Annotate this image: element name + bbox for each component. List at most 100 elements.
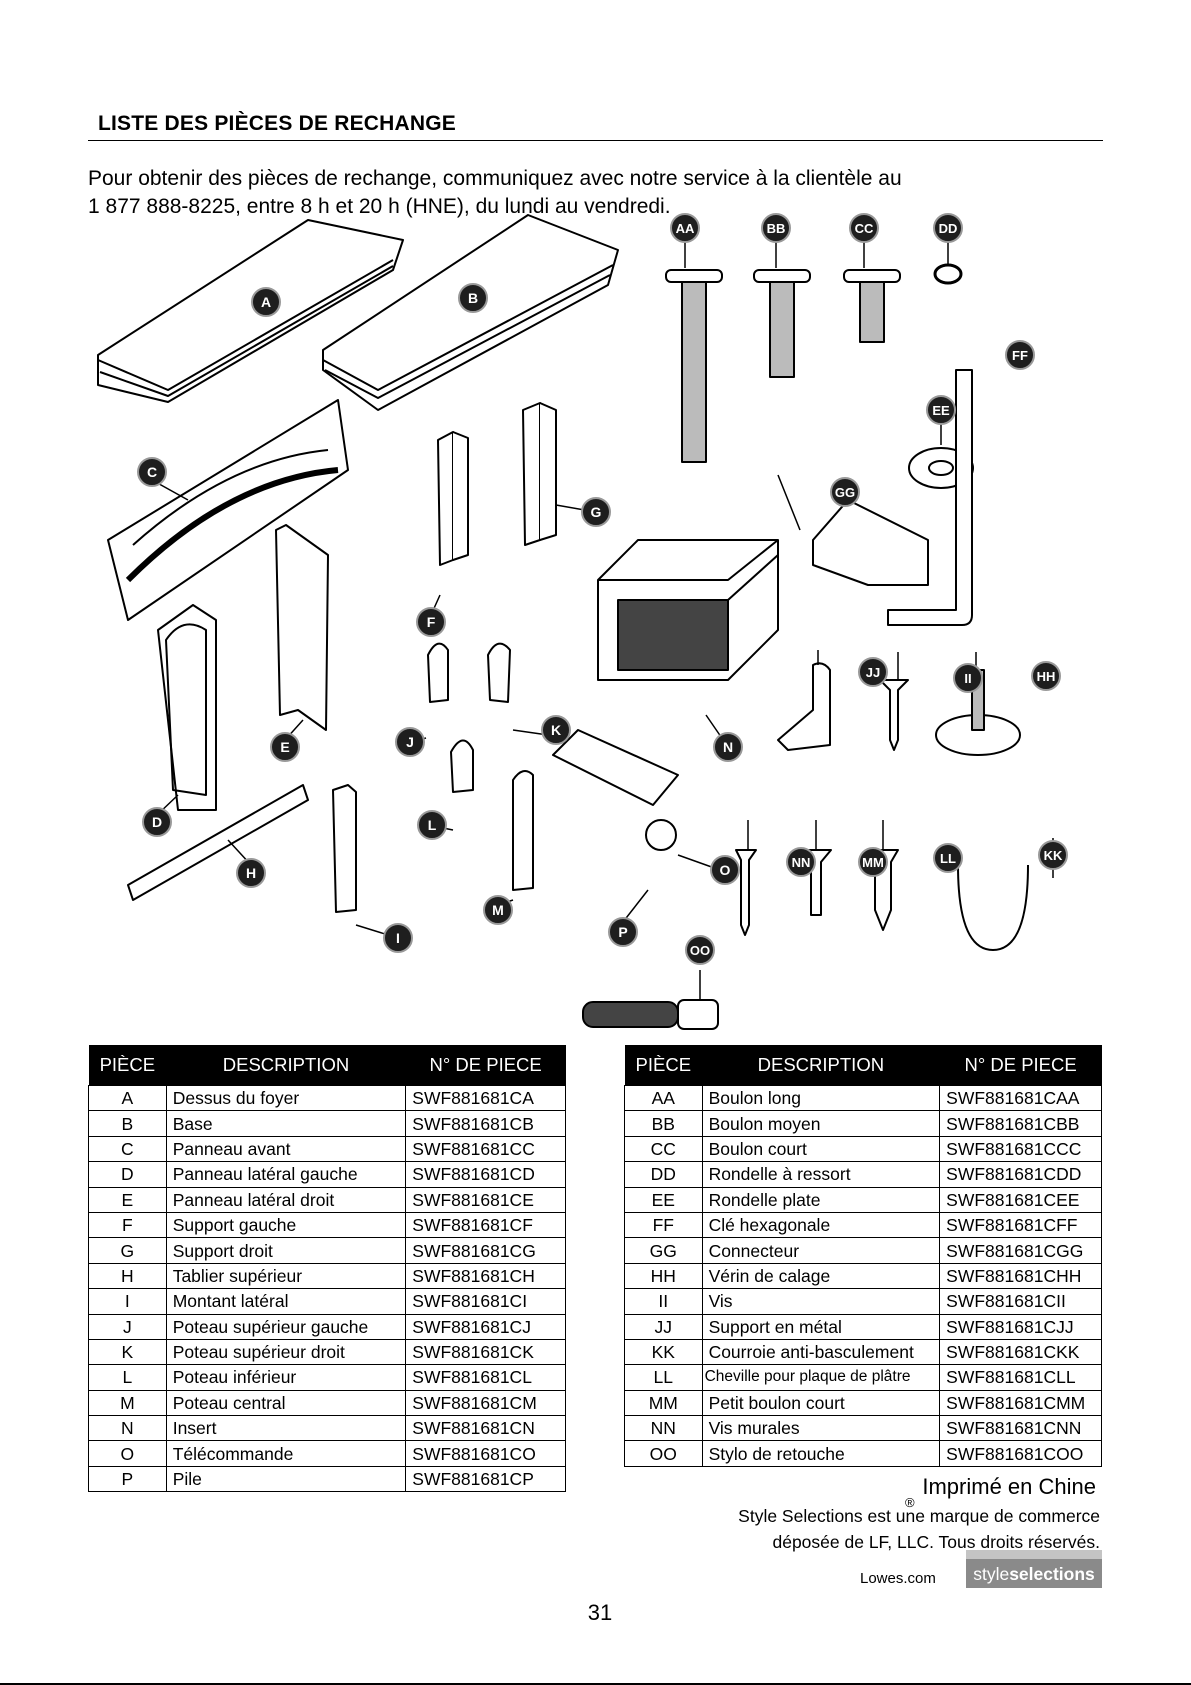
callout-label-mm: MM xyxy=(862,855,884,870)
header-description: DESCRIPTION xyxy=(166,1045,406,1086)
part-id: P xyxy=(88,1465,167,1493)
callout-circle-j xyxy=(395,727,425,757)
part-oo-drawing xyxy=(582,999,719,1030)
part-number: SWF881681CM xyxy=(405,1389,566,1417)
logo-text-selections: selections xyxy=(1009,1564,1095,1584)
callout-label-o: O xyxy=(720,862,731,878)
part-id: MM xyxy=(624,1389,703,1417)
part-id: J xyxy=(88,1313,167,1340)
part-number: SWF881681CJ xyxy=(405,1313,566,1340)
callout-label-jj: JJ xyxy=(866,665,880,680)
part-nn-drawing xyxy=(735,849,757,936)
callout-circle-i xyxy=(383,923,413,953)
header-part-number: N° DE PIECE xyxy=(939,1045,1102,1086)
part-id: LL xyxy=(624,1364,703,1391)
part-description: Vérin de calage xyxy=(701,1262,941,1290)
part-id: BB xyxy=(624,1110,703,1137)
part-number: SWF881681COO xyxy=(939,1440,1102,1467)
part-description: Poteau central xyxy=(165,1389,407,1417)
part-id: C xyxy=(88,1135,167,1163)
part-id: N xyxy=(88,1415,167,1442)
part-id: II xyxy=(624,1288,703,1315)
part-gg-drawing xyxy=(812,499,929,586)
header-piece: PIÈCE xyxy=(624,1045,703,1086)
callout-circle-k xyxy=(541,715,571,745)
part-number: SWF881681CP xyxy=(405,1465,566,1493)
part-number: SWF881681CHH xyxy=(939,1262,1102,1290)
bottom-rule xyxy=(0,1683,1191,1685)
part-description: Boulon long xyxy=(701,1084,941,1112)
part-ii-drawing xyxy=(879,679,909,751)
part-id: F xyxy=(88,1211,167,1239)
part-cc-drawing xyxy=(843,269,901,343)
callout-circle-jj xyxy=(858,657,888,687)
callout-circle-gg xyxy=(830,477,860,507)
part-id: K xyxy=(88,1338,167,1366)
part-number: SWF881681CB xyxy=(405,1110,566,1137)
callout-circle-b xyxy=(458,283,488,313)
callout-circle-hh xyxy=(1031,661,1061,691)
callout-circle-m xyxy=(483,895,513,925)
part-f-drawing xyxy=(437,431,469,566)
callout-circle-f xyxy=(416,607,446,637)
part-description: Support gauche xyxy=(165,1211,407,1239)
callout-label-gg: GG xyxy=(835,485,855,500)
callout-circle-nn xyxy=(786,847,816,877)
part-number: SWF881681CFF xyxy=(939,1211,1102,1239)
callout-label-bb: BB xyxy=(767,221,786,236)
callout-circle-aa xyxy=(670,213,700,243)
part-number: SWF881681CAA xyxy=(939,1084,1102,1112)
part-number: SWF881681CO xyxy=(405,1440,566,1467)
intro-text: Pour obtenir des pièces de rechange, com… xyxy=(88,165,1098,221)
callout-label-i: I xyxy=(396,930,400,946)
callout-label-f: F xyxy=(427,614,436,630)
trademark-line-1: Style Selections est une marque de comme… xyxy=(738,1506,1100,1526)
part-description: Boulon moyen xyxy=(701,1110,941,1137)
part-id: B xyxy=(88,1110,167,1137)
callout-label-ee: EE xyxy=(932,403,950,418)
callout-circle-g xyxy=(581,497,611,527)
part-description: Rondelle à ressort xyxy=(701,1161,941,1188)
part-description: Panneau latéral gauche xyxy=(165,1161,407,1188)
part-id: L xyxy=(88,1364,167,1391)
callout-label-ii: II xyxy=(964,671,971,686)
style-selections-logo: styleselections xyxy=(966,1561,1102,1587)
brand-logo-bar xyxy=(966,1550,1102,1559)
part-id: AA xyxy=(624,1084,703,1112)
header-piece: PIÈCE xyxy=(88,1045,167,1086)
callout-label-nn: NN xyxy=(792,855,811,870)
table-header-row: PIÈCE DESCRIPTION N° DE PIECE xyxy=(88,1045,566,1086)
part-n-drawing xyxy=(597,539,779,681)
part-number: SWF881681CKK xyxy=(939,1338,1102,1366)
callout-circle-o xyxy=(710,855,740,885)
part-description: Support en métal xyxy=(701,1313,941,1340)
part-description: Petit boulon court xyxy=(701,1389,941,1417)
part-number: SWF881681CC xyxy=(405,1135,566,1163)
part-l-drawing xyxy=(450,739,474,793)
callout-label-h: H xyxy=(246,865,256,881)
callout-circle-n xyxy=(713,732,743,762)
part-jj-drawing xyxy=(777,662,831,751)
callout-circle-a xyxy=(251,287,281,317)
printed-in-china: Imprimé en Chine xyxy=(922,1474,1096,1499)
callout-label-aa: AA xyxy=(676,221,695,236)
part-number: SWF881681CL xyxy=(405,1364,566,1391)
part-number: SWF881681CBB xyxy=(939,1110,1102,1137)
callout-label-k: K xyxy=(551,722,561,738)
part-k-drawing xyxy=(487,642,511,703)
